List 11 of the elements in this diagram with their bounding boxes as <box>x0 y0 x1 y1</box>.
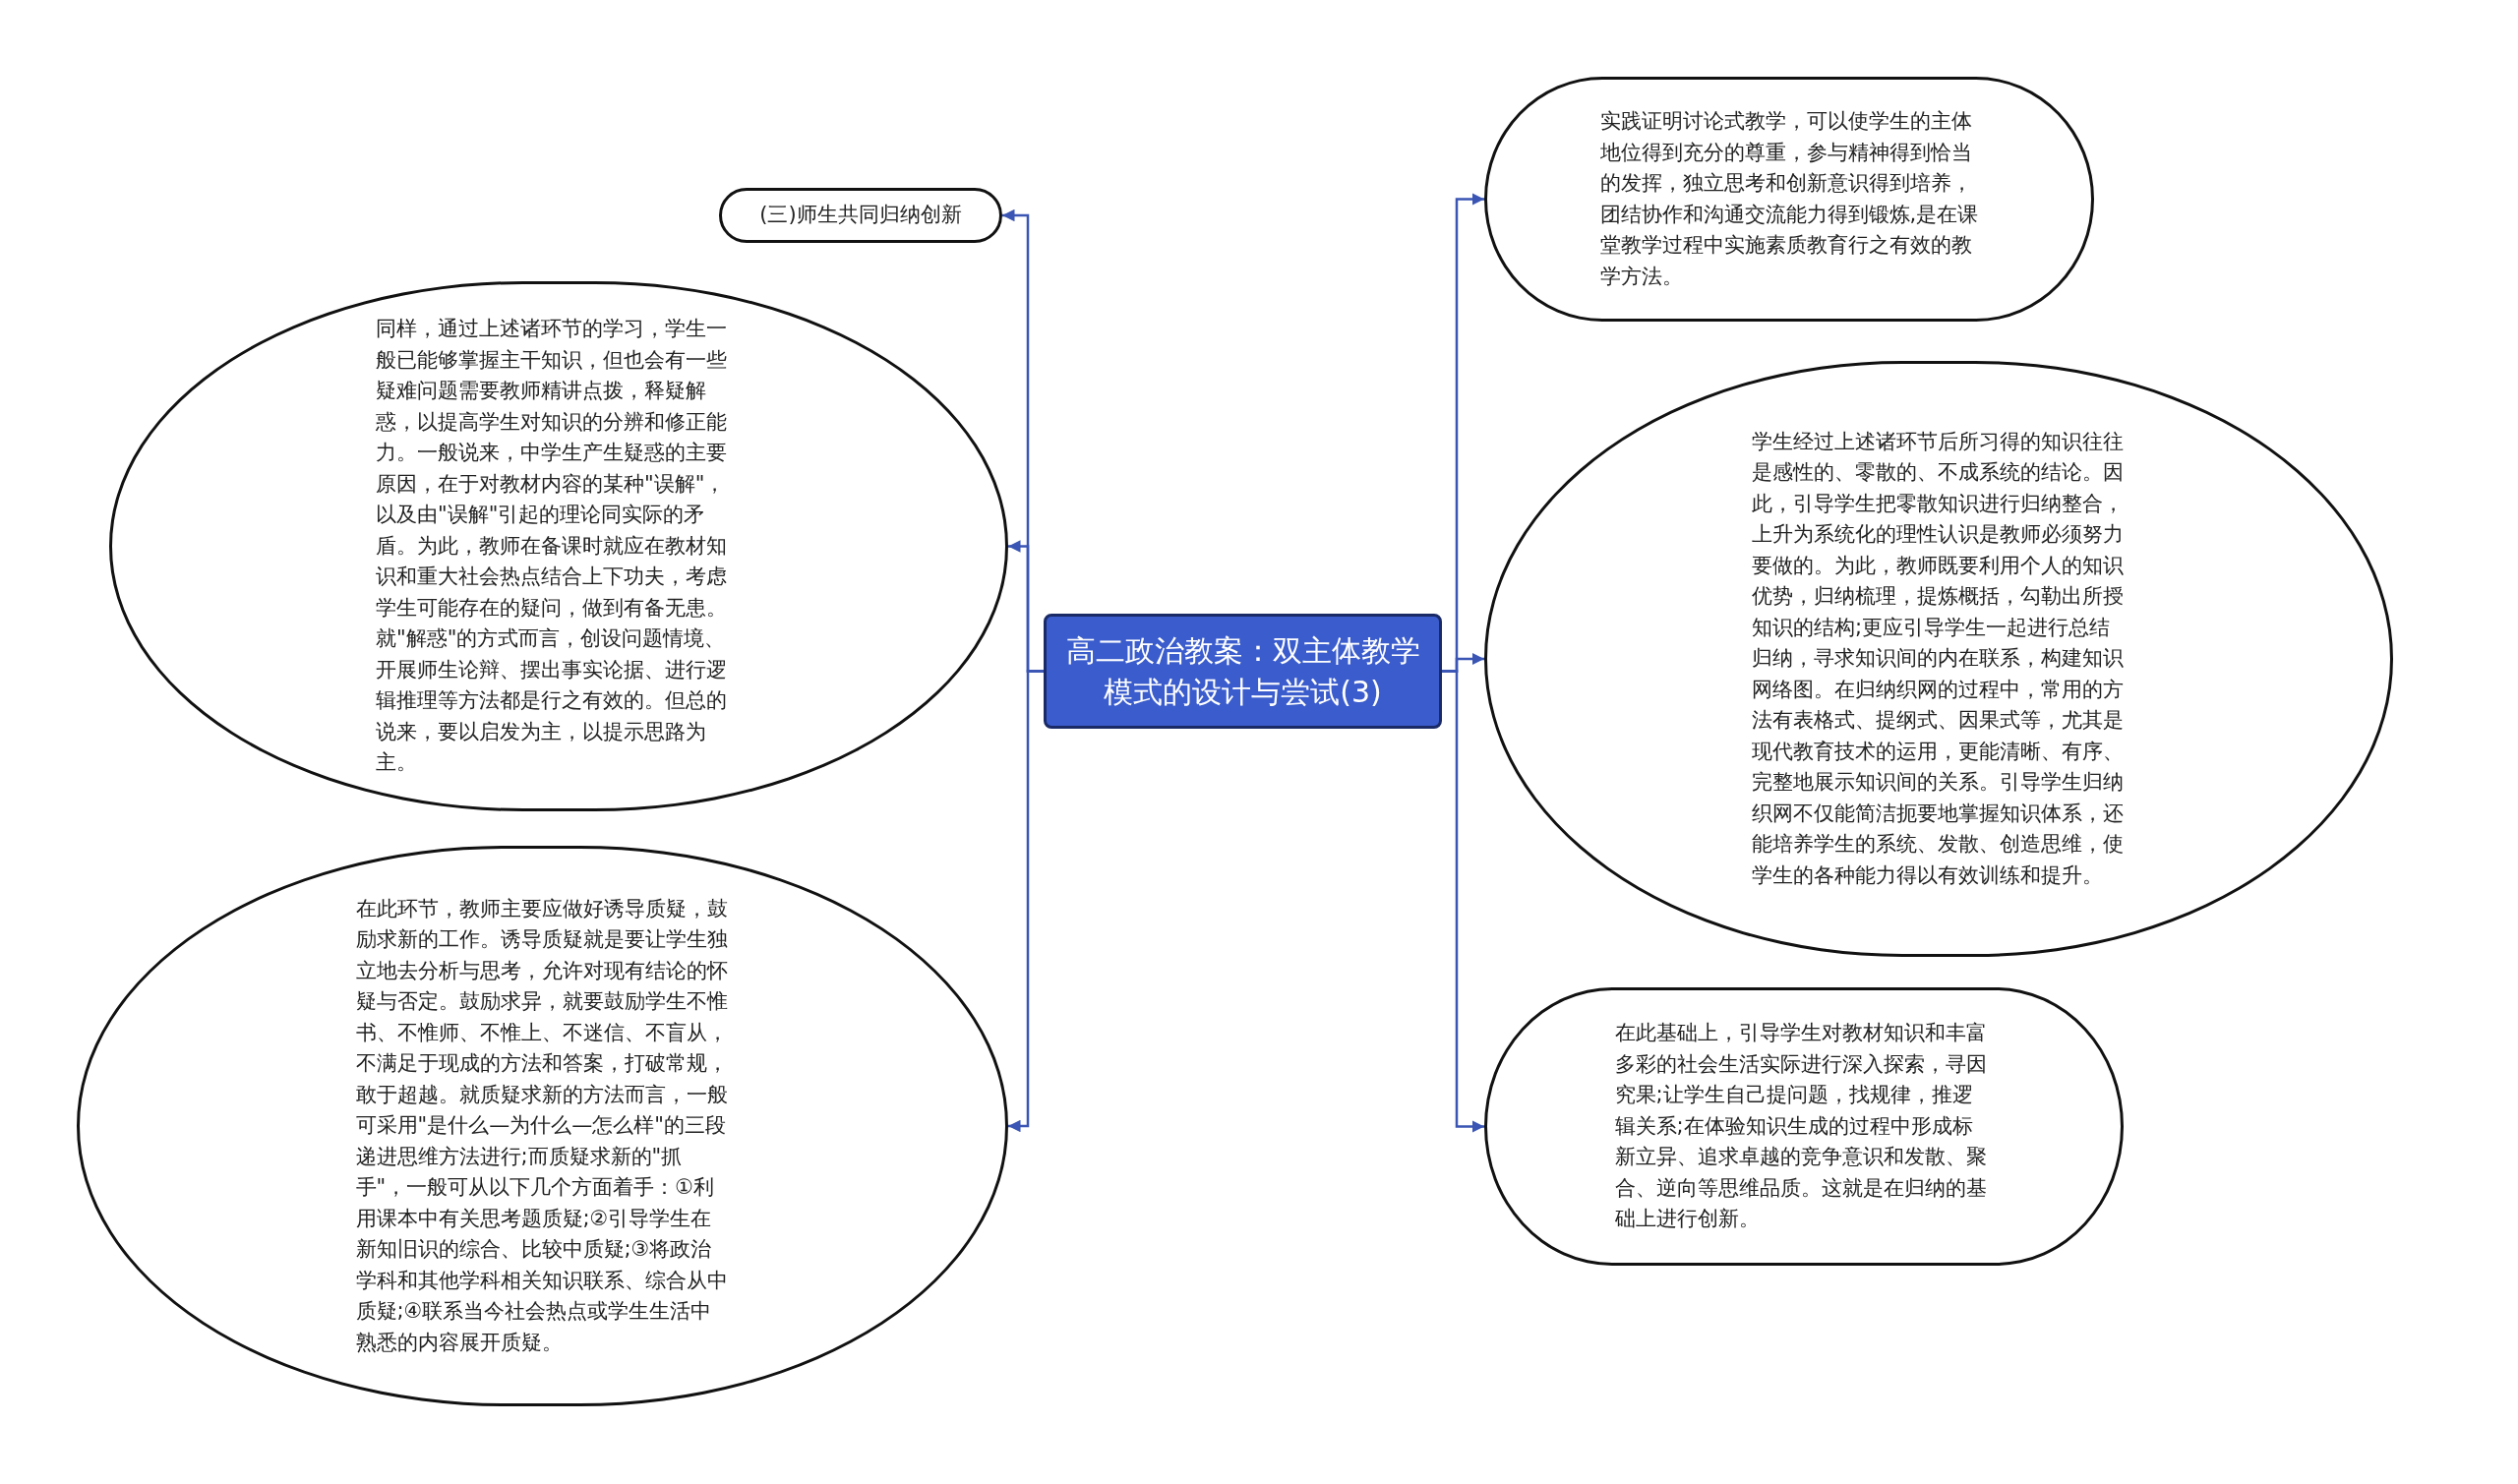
topic-text: 实践证明讨论式教学，可以使学生的主体地位得到充分的尊重，参与精神得到恰当的发挥，独立思考和创新意识得到培养，团结协作和沟通交流能力得到锻炼,是在课堂教学过程中实施素质教育行之有效的教学方法。 <box>1599 108 1979 290</box>
connector-arrow <box>1442 670 1484 1133</box>
connector-arrow <box>1008 670 1044 1133</box>
topic-text: 同样，通过上述诸环节的学习，学生一般已能够掌握主干知识，但也会有一些疑难问题需要教师精讲点拨，释疑解惑，以提高学生对知识的分辨和修正能力。一般说来，中学生产生疑惑的主要原因，在于对教材内容的某种"误解"，以及由"误解"引起的理论同实际的矛盾。为此，教师在备课时就应在教材知识和重大社会热点结合上下功夫，考虑学生可能存在的疑问，做到有备无患。就"解惑"的方式而言，创设问题情境、开展师生论辩、摆出事实论据、进行逻辑推理等方法都是行之有效的。但总的说来，要以启发为主，以提示思路为主。 <box>376 316 728 777</box>
central-topic-box <box>1044 614 1442 729</box>
topic-text: 在此基础上，引导学生对教材知识和丰富多彩的社会生活实际进行深入探索，寻因究果;让学生自己提问题，找规律，推逻辑关系;在体验知识生成的过程中形成标新立异、追求卓越的竞争意识和发散、聚合、逆向等思维品质。这就是在归纳的基础上进行创新。 <box>1614 1020 1988 1233</box>
topic-text: (三)师生共同归纳创新 <box>759 202 962 229</box>
central-topic-text: 高二政治教案：双主体教学模式的设计与尝试(3) <box>1064 631 1421 711</box>
topic-text: 学生经过上述诸环节后所习得的知识往往是感性的、零散的、不成系统的结论。因此，引导学生把零散知识进行归纳整合，上升为系统化的理性认识是教师必须努力要做的。为此，教师既要利用个人的知识优势，归纳梳理，提炼概括，勾勒出所授知识的结构;更应引导学生一起进行总结归纳，寻求知识间的内在联系，构建知识网络图。在归纳织网的过程中，常用的方法有表格式、提纲式、因果式等，尤其是现代教育技术的运用，更能清晰、有序、完整地展示知识间的关系。引导学生归纳织网不仅能简洁扼要地掌握知识体系，还能培养学生的系统、发散、创造思维，使学生的各种能力得以有效训练和提升。 <box>1752 428 2125 889</box>
topic-text: 在此环节，教师主要应做好诱导质疑，鼓励求新的工作。诱导质疑就是要让学生独立地去分析与思考，允许对现有结论的怀疑与否定。鼓励求异，就要鼓励学生不惟书、不惟师、不惟上、不迷信、不盲从，不满足于现成的方法和答案，打破常规，敢于超越。就质疑求新的方法而言，一般可采用"是什么—为什么—怎么样"的三段递进思维方法进行;而质疑求新的"抓手"，一般可从以下几个方面着手：①利用课本中有关思考题质疑;②引导学生在新知旧识的综合、比较中质疑;③将政治学科和其他学科相关知识联系、综合从中质疑;④联系当今社会热点或学生生活中熟悉的内容展开质疑。 <box>355 895 729 1356</box>
topic-bubble <box>719 188 1002 243</box>
